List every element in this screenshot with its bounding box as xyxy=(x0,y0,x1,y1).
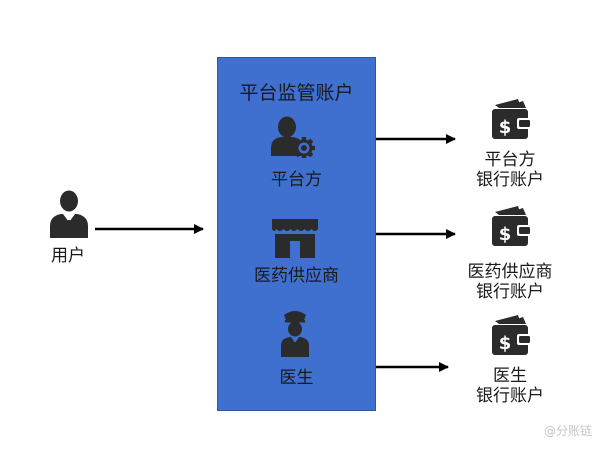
svg-text:$: $ xyxy=(499,333,512,354)
doctor-bank-account: $ 医生 银行账户 xyxy=(460,314,560,409)
doctor-item-label: 医生 xyxy=(279,368,314,388)
user-label: 用户 xyxy=(51,246,85,266)
platform-bank-account: $ 平台方 银行账户 xyxy=(460,98,560,190)
wallet-dollar-icon: $ xyxy=(492,99,530,139)
doctor-bank-line2: 银行账户 xyxy=(476,386,544,406)
businessman-icon xyxy=(50,190,88,238)
svg-text:$: $ xyxy=(499,224,512,245)
supplier-bank-line1: 医药供应商 xyxy=(467,262,553,282)
store-icon xyxy=(272,219,318,258)
svg-text:$: $ xyxy=(499,117,512,138)
platform-title: 平台监管账户 xyxy=(239,82,354,104)
supplier-bank-line2: 银行账户 xyxy=(476,282,544,302)
wallet-dollar-icon: $ xyxy=(492,315,530,355)
platform-item-label: 平台方 xyxy=(271,170,322,190)
supplier-bank-account: $ 医药供应商 银行账户 xyxy=(460,205,560,302)
wallet-dollar-icon: $ xyxy=(492,206,530,246)
user-node: 用户 xyxy=(38,190,98,282)
supplier-item-label: 医药供应商 xyxy=(254,266,339,286)
platform-bank-line2: 银行账户 xyxy=(476,170,544,190)
user-gear-icon xyxy=(271,116,315,158)
platform-bank-line1: 平台方 xyxy=(484,150,536,170)
watermark: @分账链 xyxy=(543,424,592,438)
police-officer-icon xyxy=(281,311,309,357)
doctor-bank-line1: 医生 xyxy=(493,366,527,386)
